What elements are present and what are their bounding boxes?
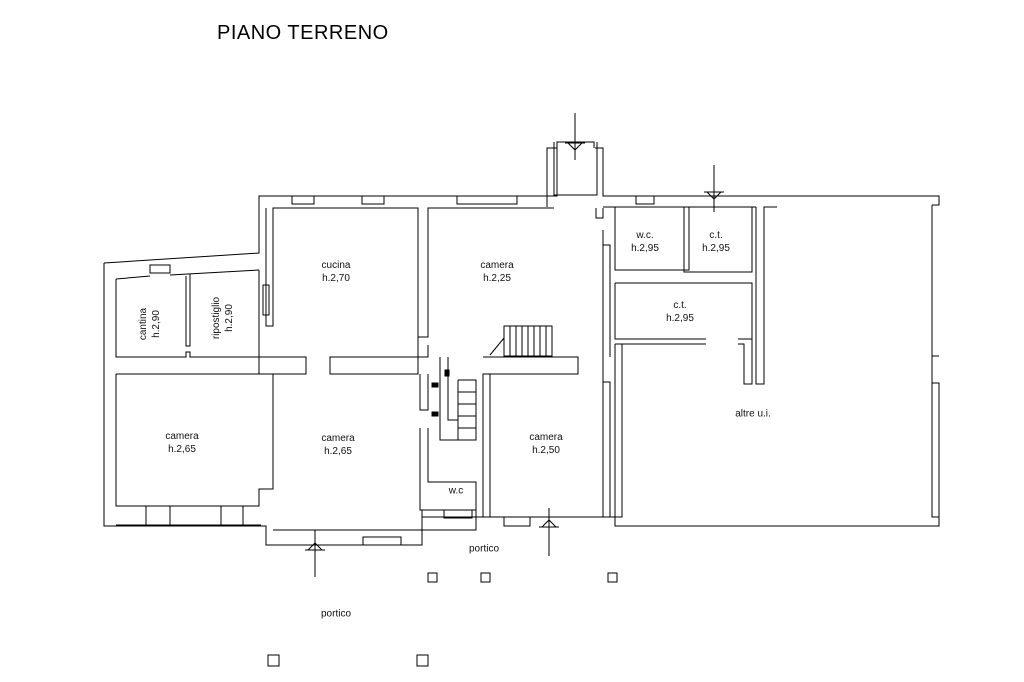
right-central-walls [595,206,756,518]
room-label-camera-left: camera h.2,65 [165,430,198,456]
room-height: h.2,90 [224,304,235,332]
room-name: cantina [138,307,149,341]
room-name: w.c. [636,230,654,241]
room-height: h.2,65 [168,444,196,455]
room-name: camera [480,260,514,271]
floor-title: PIANO TERRENO [217,22,389,44]
room-name: w.c [448,485,464,497]
room-height: h.2,95 [666,313,694,324]
room-height: h.2,95 [702,243,730,254]
stairs [457,325,553,441]
room-name: c.t. [709,230,723,241]
room-label-cucina: cucina h.2,70 [322,259,351,285]
room-label-altre: altre u.i. [735,408,771,421]
portico-pillars [267,572,618,667]
room-height: h.2,70 [322,273,350,284]
room-height: h.2,25 [483,273,511,284]
room-label-camera-center: camera h.2,65 [321,432,354,458]
room-label-ct-mid: c.t. h.2,95 [666,299,694,325]
room-label-ct-top: c.t. h.2,95 [702,229,730,255]
room-label-ripostiglio: ripostiglio h.2,90 [210,297,236,339]
portico-label-lower: portico [320,608,352,620]
room-label-wc-top: w.c. h.2,95 [631,229,659,255]
windows [145,195,655,546]
room-label-camera-top: camera h.2,25 [480,259,513,285]
room-name: camera [529,432,563,443]
entrance-arrows [305,113,724,577]
room-name: altre u.i. [735,408,771,420]
portico-label-upper: portico [468,543,500,555]
wall-details [431,369,450,417]
room-name: ripostiglio [211,296,222,340]
central-walls [265,207,579,531]
room-height: h.2,65 [324,446,352,457]
room-name: camera [321,433,355,444]
room-height: h.2,50 [532,445,560,456]
room-name: camera [165,431,199,442]
room-label-camera-right: camera h.2,50 [529,431,562,457]
room-height: h.2,95 [631,243,659,254]
room-label-wc-small: w.c [449,485,463,498]
east-walls [614,205,940,518]
room-height: h.2,90 [151,310,162,338]
room-name: c.t. [673,300,687,311]
room-name: cucina [321,260,351,271]
left-block-walls [115,269,307,507]
room-label-cantina: cantina h.2,90 [137,308,163,340]
